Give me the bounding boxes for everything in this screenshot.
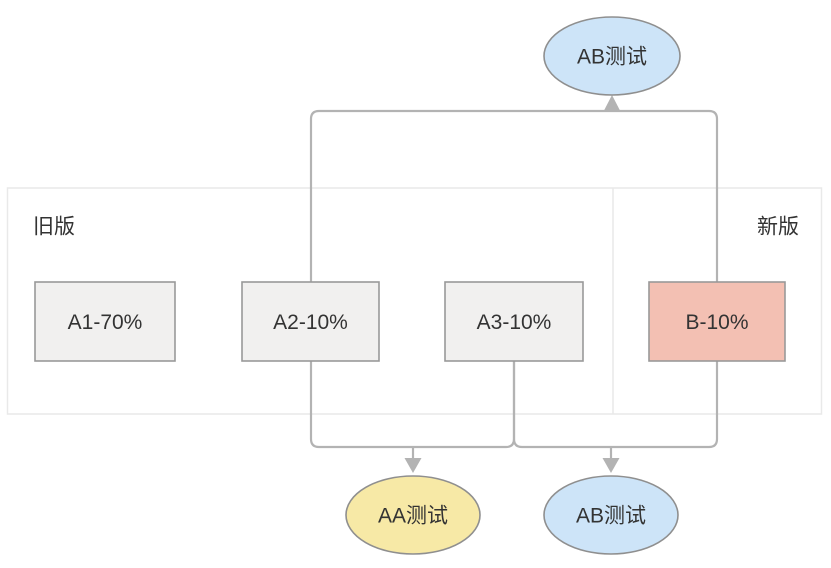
new-version-label: 新版: [757, 216, 799, 239]
arrowhead-bottom-ab: [602, 458, 620, 473]
arrowhead-top-ab: [603, 95, 621, 112]
edge-a2-to-top-ab: [309, 109, 612, 283]
box-b-label: B-10%: [685, 311, 748, 334]
node-bottom-ab-test-label: AB测试: [576, 505, 646, 528]
box-a2: [241, 281, 380, 362]
old-version-label: 旧版: [33, 216, 75, 239]
node-aa-test: [345, 475, 481, 555]
node-aa-test-label: AA测试: [378, 505, 448, 528]
box-a2-label: A2-10%: [273, 311, 348, 334]
node-bottom-ab-test: [543, 475, 679, 555]
box-b: [648, 281, 786, 362]
box-a1-label: A1-70%: [68, 311, 143, 334]
edge-a2-to-aa: [309, 361, 413, 449]
node-top-ab-test: [543, 16, 681, 96]
edge-b-to-top-ab: [612, 109, 719, 283]
box-a1: [34, 281, 176, 362]
edge-b-to-bottom-ab: [611, 361, 719, 449]
node-top-ab-test-label: AB测试: [577, 46, 647, 69]
arrowhead-aa: [404, 458, 422, 473]
box-a3: [444, 281, 584, 362]
edge-a3-to-bottom-ab: [512, 361, 611, 449]
box-a3-label: A3-10%: [477, 311, 552, 334]
